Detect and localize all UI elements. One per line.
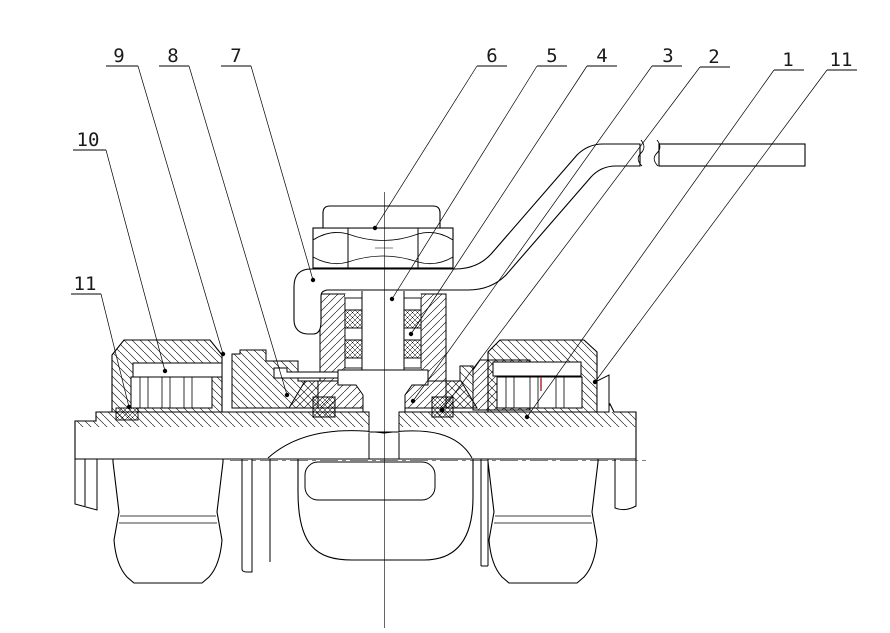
left-pipe-stub — [74, 459, 98, 511]
callout-leader-line — [100, 293, 130, 408]
ball — [267, 430, 473, 459]
callout-label: 10 — [77, 129, 100, 151]
left-union-nut-section — [111, 339, 223, 421]
stem-shaft-edges — [361, 291, 405, 370]
callout-leader-line — [441, 66, 701, 411]
callout-label: 1 — [782, 49, 793, 71]
callout-endpoint-dot — [524, 414, 530, 420]
thrust-washer — [132, 362, 223, 378]
callout-label: 7 — [230, 45, 241, 67]
valve-body-exterior-bottom — [297, 459, 474, 561]
right-union-step — [596, 374, 610, 413]
callout-endpoint-dot — [162, 368, 168, 374]
callout-9: 9 — [106, 45, 226, 357]
callout-11-r: 11 — [592, 49, 857, 385]
callout-3-r: 3 — [410, 45, 682, 404]
callout-11: 11 — [71, 273, 132, 410]
callout-leader-line — [526, 69, 775, 418]
ball-bore-opening — [304, 461, 436, 501]
callout-label: 9 — [113, 45, 124, 67]
nut-chamfer-arcs — [312, 232, 454, 265]
callout-10: 10 — [73, 129, 168, 374]
callout-label: 5 — [546, 45, 557, 67]
callout-label: 6 — [486, 45, 497, 67]
ball-silhouette-arc — [267, 430, 473, 459]
handle-lever — [293, 139, 806, 335]
callout-endpoint-dot — [284, 392, 290, 398]
spacer-ring — [344, 327, 363, 341]
follower-ring — [403, 357, 422, 369]
left-union-hex-nut-exterior — [112, 459, 224, 584]
break-mark — [653, 139, 661, 167]
callout-label: 3 — [662, 45, 673, 67]
right-union-hex-nut-exterior — [487, 459, 599, 584]
callout-leader-line — [412, 65, 653, 402]
packing-gland-left-wall — [319, 293, 346, 382]
spacer-ring — [344, 297, 363, 311]
stem-lower-end — [337, 369, 429, 433]
stuffing-box — [344, 291, 422, 381]
callout-endpoint-dot — [592, 379, 598, 385]
callout-leader-line — [594, 69, 828, 383]
callout-label: 11 — [74, 273, 97, 295]
callout-label: 11 — [830, 49, 853, 71]
thread-window — [496, 376, 583, 409]
packing-ring — [403, 339, 422, 359]
callout-endpoint-dot — [410, 398, 416, 404]
handle-bar-outer — [658, 143, 806, 167]
spacer-ring — [403, 297, 422, 311]
callout-endpoint-dot — [126, 404, 132, 410]
callout-leader-line — [250, 65, 314, 281]
left-tailpiece-tube — [241, 459, 271, 573]
break-mark — [637, 139, 645, 167]
callout-endpoint-dot — [372, 225, 378, 231]
callout-endpoint-dot — [439, 407, 445, 413]
callout-leader-line — [137, 65, 224, 355]
callout-label: 8 — [167, 45, 178, 67]
callout-4-r: 4 — [408, 45, 617, 337]
right-tailpiece-tube — [480, 459, 489, 567]
packing-gland-right-wall — [420, 293, 447, 382]
centerlines — [230, 192, 648, 628]
stem-top-cap — [322, 205, 441, 229]
follower-ring — [344, 357, 363, 369]
callout-leader-line — [391, 65, 538, 300]
right-pipe-steps — [614, 459, 637, 511]
thread-window — [130, 376, 213, 409]
callout-leader-line — [410, 65, 588, 335]
callout-label: 2 — [708, 46, 719, 68]
union-gasket — [115, 407, 139, 421]
callout-1-r: 1 — [524, 49, 804, 420]
callout-8: 8 — [159, 45, 290, 398]
callout-leader-line — [374, 65, 478, 229]
callout-endpoint-dot — [220, 351, 226, 357]
callout-label: 4 — [596, 45, 607, 67]
callout-7: 7 — [221, 45, 316, 283]
seat-ring-left — [312, 396, 336, 418]
callout-endpoint-dot — [408, 331, 414, 337]
callout-endpoint-dot — [389, 296, 395, 302]
right-union-nut-section — [472, 339, 610, 413]
packing-ring — [344, 339, 363, 359]
callout-endpoint-dot — [310, 277, 316, 283]
callout-leader-line — [188, 65, 288, 396]
callout-leader-line — [105, 149, 166, 372]
callout-5-r: 5 — [389, 45, 567, 302]
ball-stem-slot — [368, 433, 400, 459]
packing-ring — [403, 309, 422, 329]
packing-ring — [344, 309, 363, 329]
thrust-washer — [492, 361, 582, 377]
callout-6-r: 6 — [372, 45, 507, 231]
callout-2-r: 2 — [439, 46, 730, 413]
